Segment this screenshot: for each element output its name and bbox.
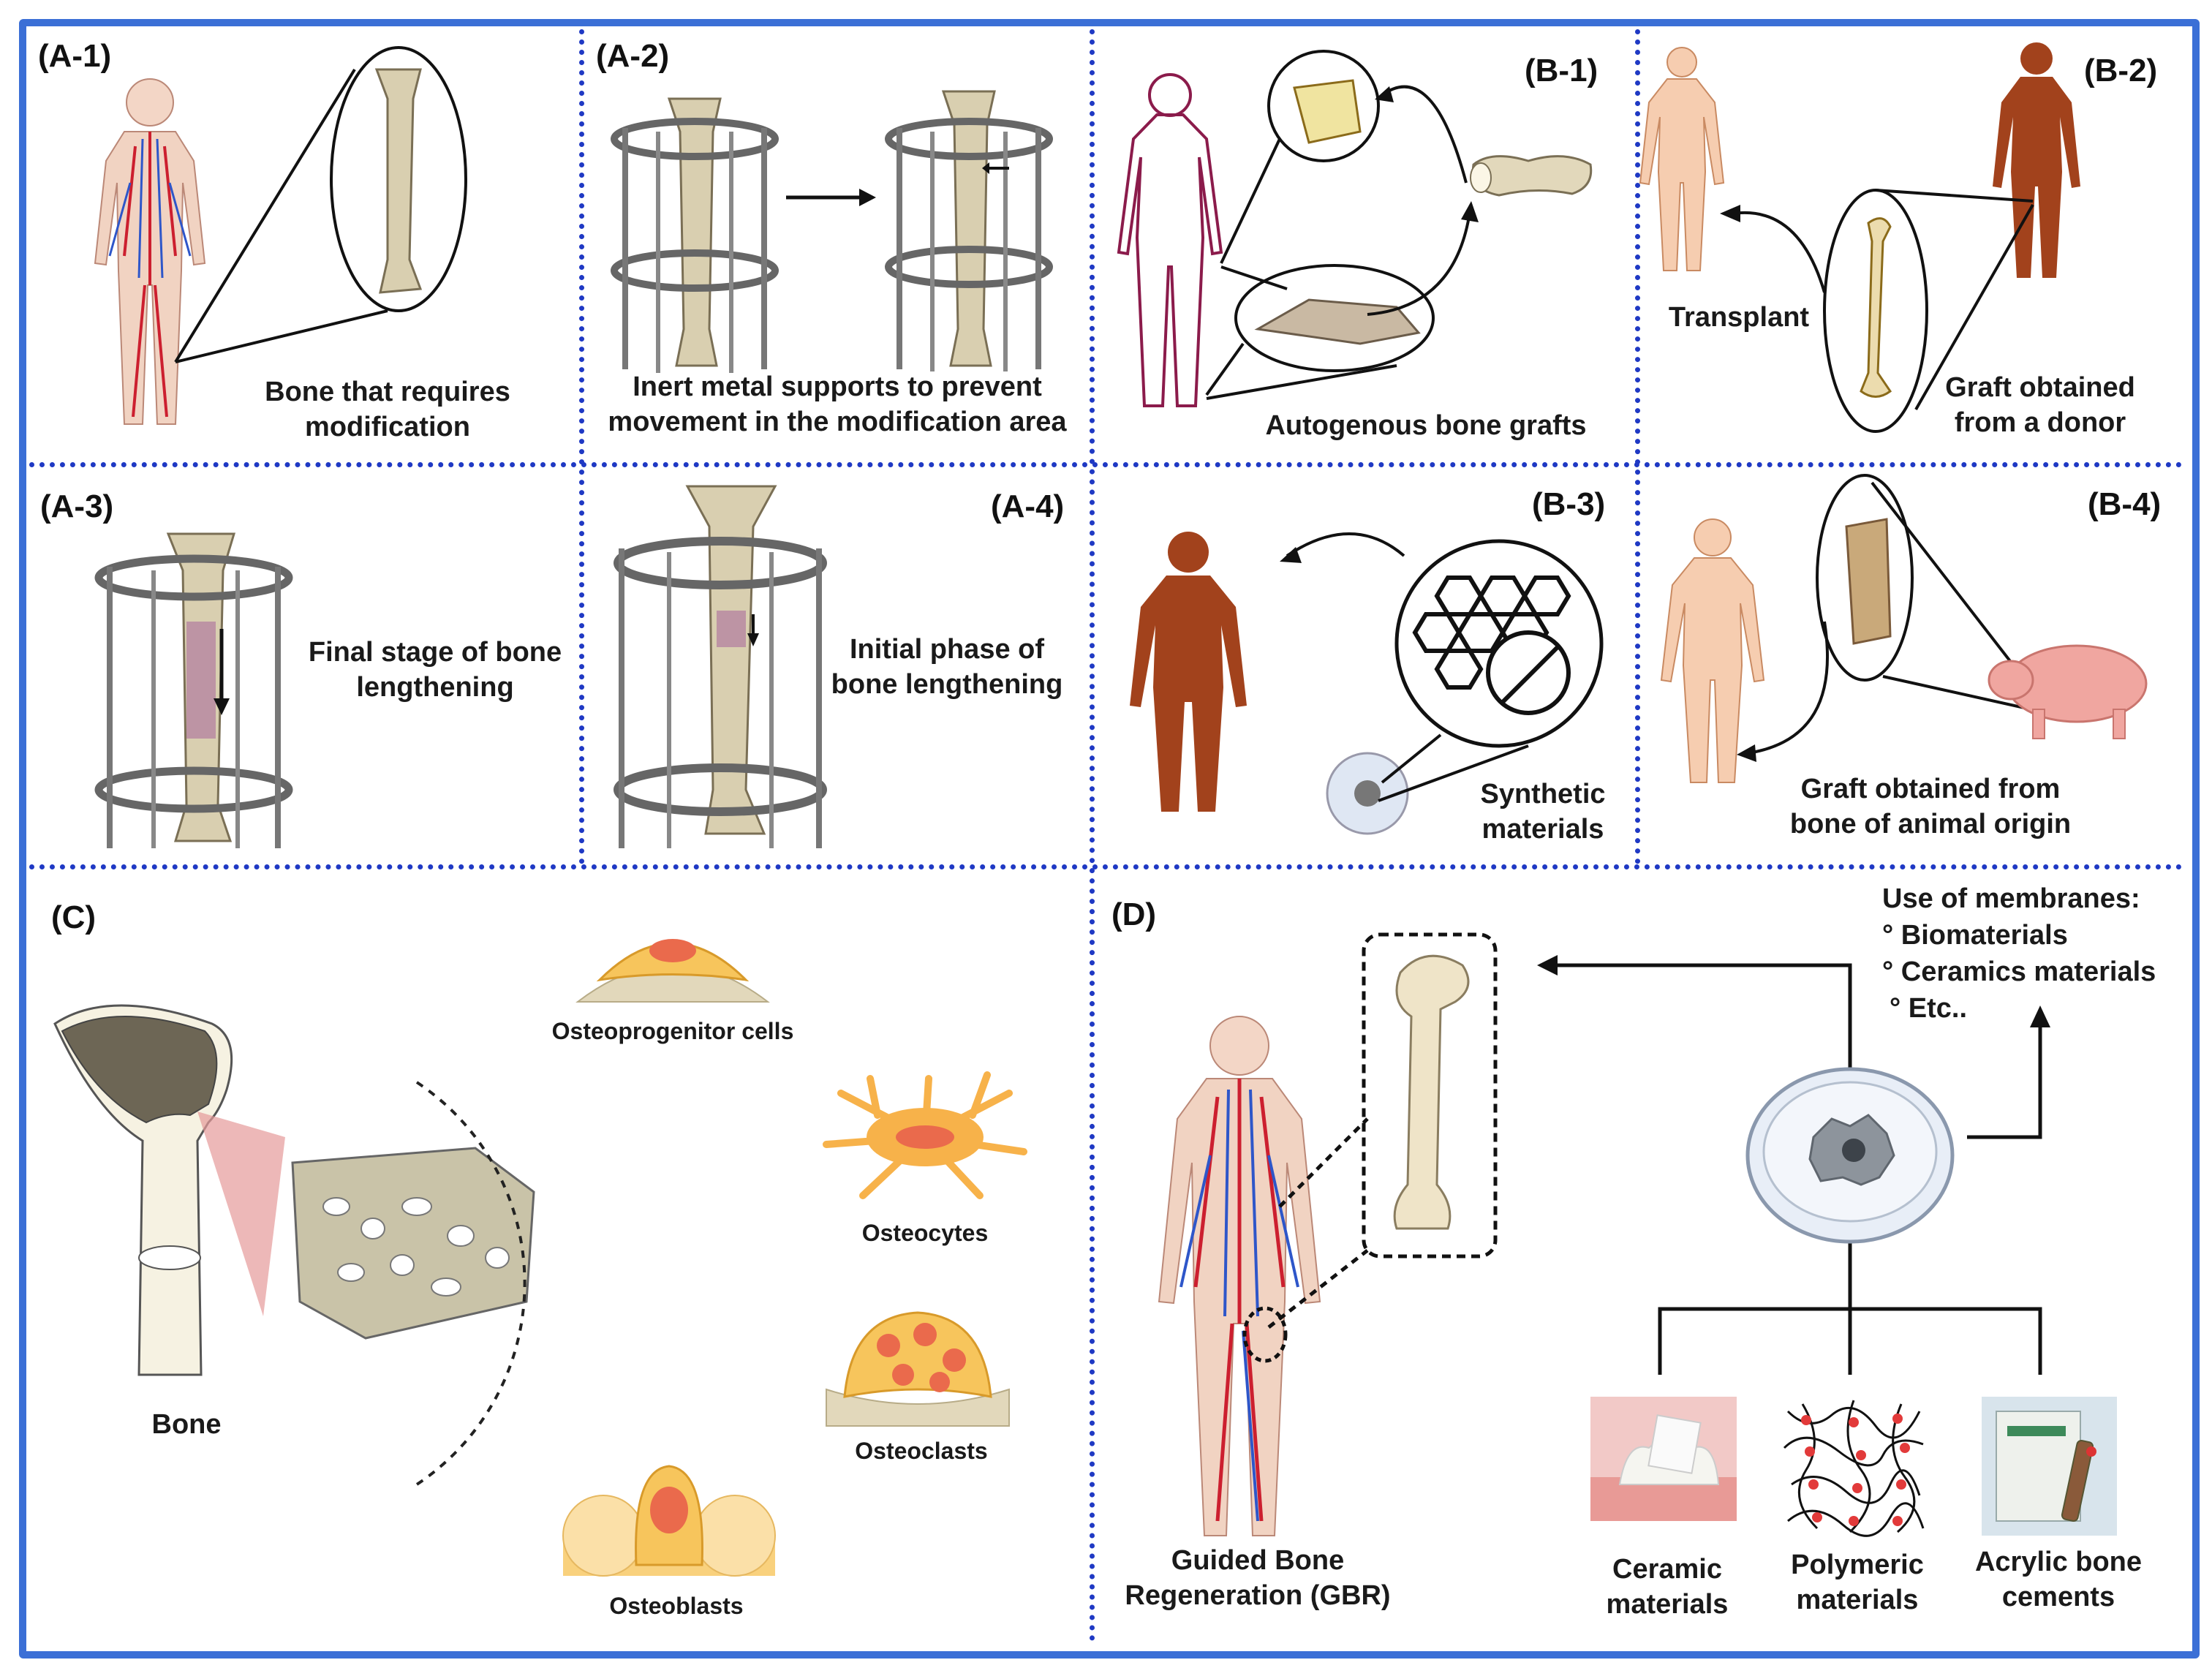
panel-a4-label: (A-4) <box>991 488 1065 524</box>
panel-c-bone-label: Bone <box>151 1409 222 1440</box>
external-fixator-after <box>885 90 1053 371</box>
membranes-title: Use of membranes: <box>1882 883 2140 914</box>
membranes-item: ° Ceramics materials <box>1882 956 2156 987</box>
ceramic-material-photo <box>1590 1397 1737 1521</box>
caption-line: from a donor <box>1954 407 2126 438</box>
cell-label-osteoblasts: Osteoblasts <box>609 1593 744 1619</box>
panel-a1-label: (A-1) <box>38 38 112 74</box>
panel-b1-caption: Autogenous bone grafts <box>1265 410 1587 441</box>
divider-row1 <box>29 462 2183 467</box>
divider-row2 <box>29 864 2183 869</box>
panel-a2-caption: Inert metal supports to prevent movement… <box>578 369 1097 439</box>
arrow-right <box>786 189 876 206</box>
caption-line: Graft obtained from <box>1800 774 2061 804</box>
panel-b2-label: (B-2) <box>2084 53 2158 88</box>
material-polymeric-caption: Polymeric materials <box>1762 1547 1952 1618</box>
caption-line: materials <box>1606 1589 1729 1620</box>
panel-a1-caption: Bone that requires modification <box>219 374 556 445</box>
gbr-bone-zoom <box>1267 932 1498 1329</box>
caption-line: movement in the modification area <box>608 407 1067 437</box>
cell-label-osteoclasts: Osteoclasts <box>855 1438 988 1464</box>
caption-line: materials <box>1796 1585 1919 1615</box>
caption-line: Ceramic <box>1612 1554 1722 1585</box>
autograft-callouts <box>1205 50 1479 400</box>
caption-line: lengthening <box>356 672 514 703</box>
petri-dish-cell-icon <box>1745 1067 1955 1244</box>
donor-figure-dark <box>1993 42 2080 278</box>
panel-a2-label: (A-2) <box>596 38 670 74</box>
acrylic-bone-cement-photo <box>1982 1397 2117 1536</box>
panel-a3-caption: Final stage of bone lengthening <box>292 635 578 705</box>
membranes-item: ° Etc.. <box>1890 993 1968 1024</box>
divider-ab <box>1090 29 1095 1642</box>
material-acrylic-caption: Acrylic bone cements <box>1949 1544 2168 1615</box>
external-fixator-before <box>611 97 779 373</box>
caption-line: Final stage of bone <box>308 637 562 668</box>
panel-a3-label: (A-3) <box>40 488 114 524</box>
caption-line: bone of animal origin <box>1789 809 2072 839</box>
caption-line: Inert metal supports to prevent <box>633 371 1042 402</box>
panel-d-gbr-caption: Guided Bone Regeneration (GBR) <box>1097 1543 1419 1613</box>
osteocyte-cell-icon <box>823 1071 1027 1199</box>
panel-a4-caption: Initial phase of bone lengthening <box>815 632 1079 702</box>
panel-b4-caption: Graft obtained from bone of animal origi… <box>1748 771 2113 842</box>
divider-a-mid <box>579 29 584 864</box>
gbr-flow-connectors <box>1537 955 2050 1375</box>
osteoblast-cell-icon <box>562 1465 776 1577</box>
material-ceramic-caption: Ceramic materials <box>1572 1552 1762 1622</box>
caption-line: Acrylic bone <box>1974 1547 2143 1577</box>
panel-b4-label: (B-4) <box>2088 486 2162 522</box>
human-vascular-figure <box>94 78 206 425</box>
divider-b-mid <box>1635 29 1640 864</box>
recipient-figure-dark <box>1130 532 1247 812</box>
pig-icon <box>1988 644 2148 739</box>
panel-d-label: (D) <box>1111 897 1157 932</box>
caption-line: Bone that requires <box>265 377 510 407</box>
panel-b3-caption: Synthetic materials <box>1455 777 1631 847</box>
donor-graft-callout <box>1720 189 2034 433</box>
harvested-bone-graft <box>1470 155 1593 197</box>
recipient-figure-light-b4 <box>1660 518 1765 783</box>
caption-line: cements <box>2001 1582 2115 1612</box>
cell-label-osteoprogenitor: Osteoprogenitor cells <box>551 1018 794 1044</box>
membranes-list: Use of membranes: ° Biomaterials ° Ceram… <box>1882 880 2156 1027</box>
panel-c-label: (C) <box>51 899 97 935</box>
osteoprogenitor-cell-icon <box>575 939 770 1003</box>
caption-line: Polymeric <box>1791 1550 1924 1580</box>
fixator-final-stage <box>94 532 293 848</box>
panel-b2-transplant: Transplant <box>1668 302 1810 333</box>
gbr-vascular-figure <box>1158 1016 1321 1536</box>
caption-line: Regeneration (GBR) <box>1125 1580 1391 1611</box>
female-outline-figure <box>1117 73 1223 407</box>
recipient-figure-light <box>1639 47 1725 271</box>
caption-line: bone lengthening <box>831 669 1063 700</box>
caption-line: Synthetic <box>1480 779 1606 810</box>
caption-line: Graft obtained <box>1945 372 2135 403</box>
fixator-initial-phase <box>614 485 827 848</box>
panel-b1-label: (B-1) <box>1525 53 1598 88</box>
cell-label-osteocytes: Osteocytes <box>861 1220 989 1246</box>
caption-line: modification <box>305 412 470 442</box>
osteoclast-cell-icon <box>826 1311 1010 1427</box>
polymeric-material-network <box>1783 1400 1925 1537</box>
caption-line: materials <box>1481 814 1604 845</box>
tibia-bone-zoom <box>174 46 467 363</box>
membranes-item: ° Biomaterials <box>1882 920 2068 951</box>
femur-cross-section <box>53 1004 535 1486</box>
synthetic-scaffold-callout <box>1280 532 1604 835</box>
panel-b2-caption: Graft obtained from a donor <box>1916 370 2164 440</box>
caption-line: Guided Bone <box>1171 1545 1345 1576</box>
panel-b3-label: (B-3) <box>1532 486 1606 522</box>
caption-line: Initial phase of <box>849 634 1045 665</box>
